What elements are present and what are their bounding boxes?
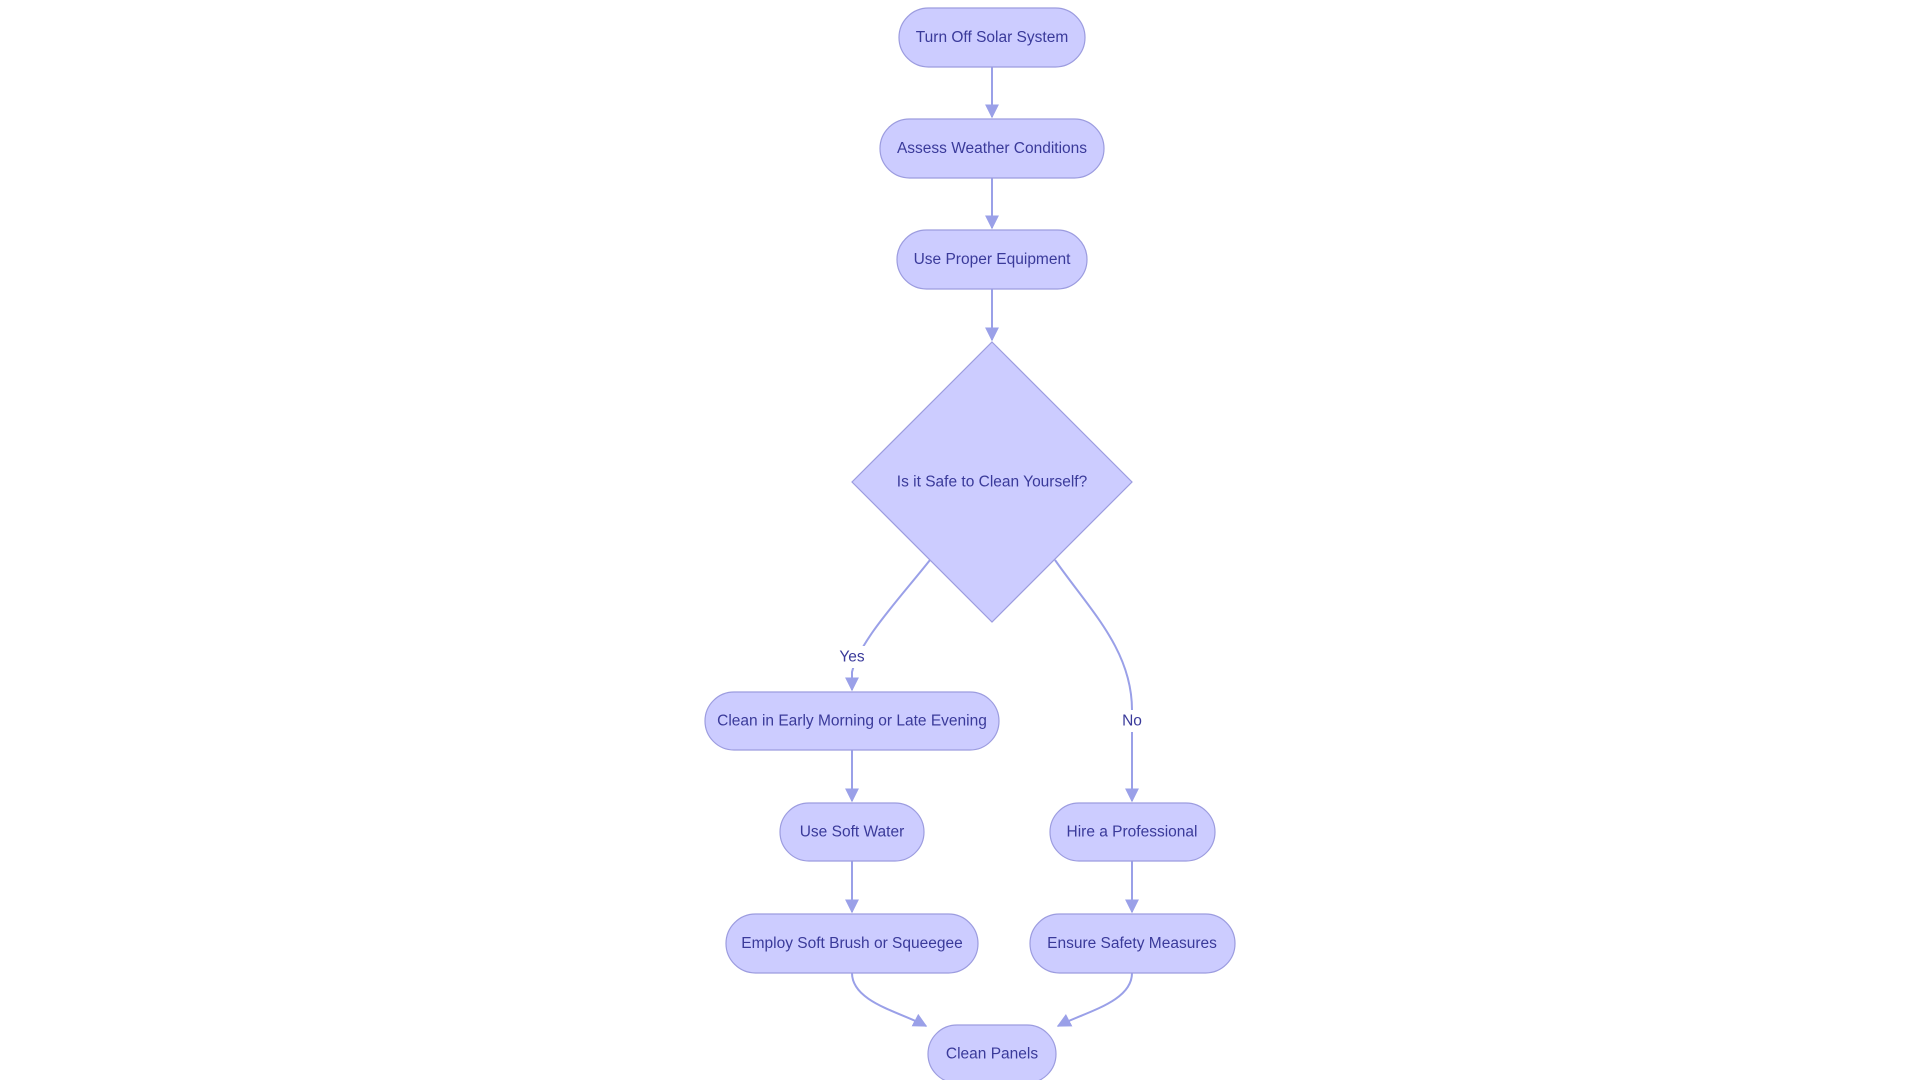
node-label: Assess Weather Conditions <box>897 140 1087 157</box>
node-label: Turn Off Solar System <box>916 29 1068 46</box>
node-employ-soft-brush-squeegee[interactable]: Employ Soft Brush or Squeegee <box>725 913 979 974</box>
node-label: Clean in Early Morning or Late Evening <box>717 713 987 730</box>
nodes: Turn Off Solar System Assess Weather Con… <box>704 7 1236 1080</box>
node-label: Clean Panels <box>946 1046 1038 1063</box>
node-use-soft-water[interactable]: Use Soft Water <box>779 802 925 862</box>
node-ensure-safety-measures[interactable]: Ensure Safety Measures <box>1029 913 1236 974</box>
node-clean-panels[interactable]: Clean Panels <box>927 1024 1057 1080</box>
node-label: Is it Safe to Clean Yourself? <box>897 474 1088 491</box>
node-assess-weather-conditions[interactable]: Assess Weather Conditions <box>879 118 1105 179</box>
node-hire-a-professional[interactable]: Hire a Professional <box>1049 802 1216 862</box>
node-label: Use Soft Water <box>800 824 905 841</box>
node-label: Ensure Safety Measures <box>1047 935 1217 952</box>
node-label: Employ Soft Brush or Squeegee <box>741 935 962 952</box>
edge-label-yes: Yes <box>839 649 865 666</box>
edge-brush-to-clean <box>851 972 928 1027</box>
edge-label-no: No <box>1122 713 1142 730</box>
edge-labels: Yes No <box>836 646 1146 732</box>
edge-decision-yes <box>845 559 931 692</box>
node-label: Use Proper Equipment <box>914 251 1071 268</box>
node-is-it-safe-decision[interactable]: Is it Safe to Clean Yourself? <box>851 341 1133 623</box>
edge-safety-to-clean <box>1056 972 1133 1027</box>
node-clean-early-morning-late-evening[interactable]: Clean in Early Morning or Late Evening <box>704 691 1000 751</box>
node-label: Hire a Professional <box>1067 824 1198 841</box>
node-turn-off-solar-system[interactable]: Turn Off Solar System <box>898 7 1086 68</box>
node-use-proper-equipment[interactable]: Use Proper Equipment <box>896 229 1088 290</box>
edge-decision-no <box>1054 559 1139 803</box>
